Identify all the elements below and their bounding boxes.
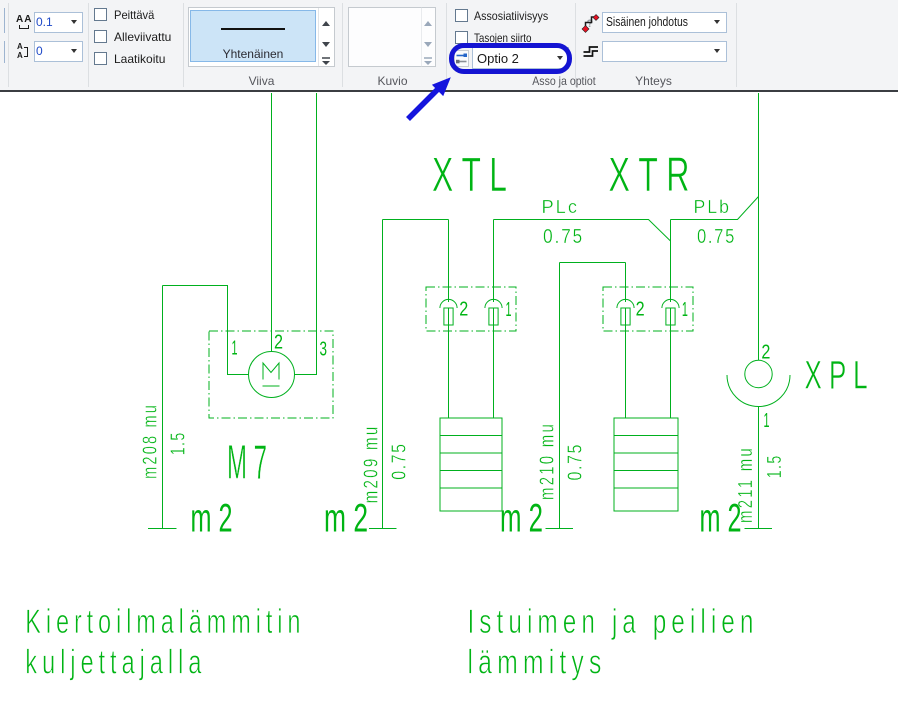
svg-text:2: 2 [636, 298, 645, 320]
svg-text:0.75: 0.75 [543, 226, 584, 248]
svg-text:Kiertoilmalämmitin: Kiertoilmalämmitin [25, 603, 305, 641]
svg-text:X T L: X T L [432, 149, 507, 202]
svg-text:lämmitys: lämmitys [468, 644, 607, 682]
svg-text:0.75: 0.75 [389, 442, 411, 479]
svg-text:PLc: PLc [542, 197, 580, 217]
svg-text:1.5: 1.5 [168, 431, 190, 455]
svg-text:X P L: X P L [805, 353, 868, 397]
svg-text:3: 3 [320, 339, 328, 361]
svg-text:0.75: 0.75 [697, 226, 736, 248]
svg-text:PLb: PLb [694, 197, 732, 217]
svg-text:X T R: X T R [609, 149, 690, 202]
svg-text:1: 1 [682, 299, 688, 321]
svg-text:m 2: m 2 [191, 496, 233, 540]
svg-text:2: 2 [274, 331, 283, 353]
svg-text:1: 1 [506, 299, 512, 321]
svg-text:2: 2 [761, 342, 770, 364]
svg-text:m 2: m 2 [700, 496, 742, 540]
svg-text:Istuimen ja peilien: Istuimen ja peilien [468, 603, 759, 641]
svg-text:?: ? [587, 18, 594, 30]
svg-text:m 2: m 2 [500, 496, 543, 540]
svg-text:1: 1 [232, 338, 238, 360]
svg-text:m208 mu: m208 mu [140, 403, 162, 479]
svg-text:1.5: 1.5 [764, 454, 786, 478]
svg-text:M 7: M 7 [227, 437, 267, 490]
svg-text:kuljettajalla: kuljettajalla [25, 644, 206, 682]
svg-text:m210 mu: m210 mu [537, 422, 559, 500]
svg-text:m209 mu: m209 mu [361, 424, 383, 503]
svg-text:1: 1 [764, 410, 770, 432]
svg-text:2: 2 [459, 298, 468, 320]
svg-text:m 2: m 2 [324, 496, 368, 540]
svg-text:m211 mu: m211 mu [735, 446, 757, 523]
svg-text:0.75: 0.75 [565, 443, 587, 481]
